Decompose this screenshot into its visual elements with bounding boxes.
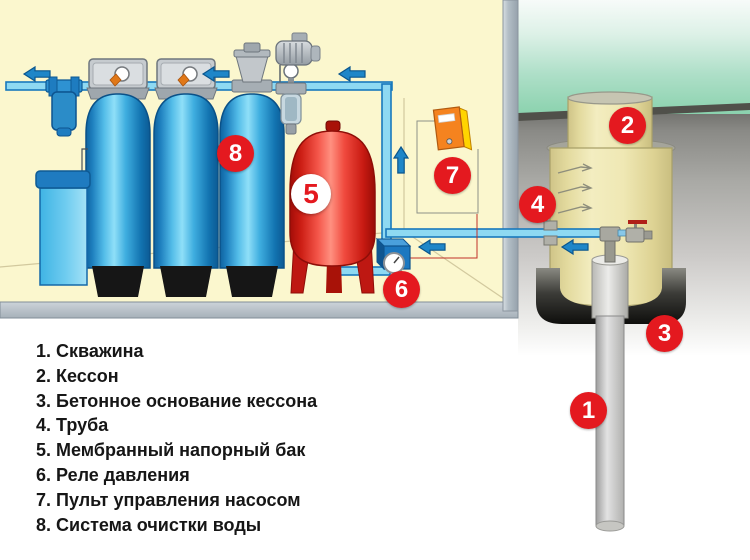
tank-valve-knob (325, 120, 341, 132)
valve-lever-icon (177, 73, 190, 87)
legend-item: 6. Реле давления (36, 464, 190, 485)
legend-item: 4. Труба (36, 415, 109, 436)
sediment-filter (45, 76, 83, 137)
badge-pressure-relay: 6 (383, 271, 420, 308)
ball-valve (625, 227, 645, 243)
room-floor (0, 301, 519, 319)
caisson-fittings (543, 220, 653, 263)
salt-tank-lid (35, 170, 91, 189)
filter-housing (51, 91, 77, 131)
tank-base (92, 266, 144, 297)
legend-item: 7. Пульт управления насосом (36, 489, 301, 510)
tank-body (289, 130, 376, 267)
membrane-pressure-tank (289, 120, 376, 294)
legend-item: 8. Система очистки воды (36, 514, 262, 535)
salt-tank (35, 148, 91, 286)
pipe-flange (543, 235, 558, 246)
softener-tank-1 (85, 58, 151, 297)
legend: 1. Скважина 2. Кессон 3. Бетонное основа… (36, 339, 317, 537)
tank-body (85, 93, 151, 269)
inline-filter (275, 63, 307, 135)
badge-control-panel: 7 (434, 157, 471, 194)
pipe-flange (543, 220, 558, 231)
softener-tank-2 (153, 58, 219, 297)
caisson-ladder-rungs (557, 163, 593, 214)
ball-valve-handle (628, 220, 647, 224)
motor-fins (283, 43, 303, 63)
riser-pipe (381, 83, 392, 248)
pressure-gauge-icon (283, 63, 299, 79)
tank-leg (326, 260, 342, 293)
well-to-house-pipe (385, 228, 603, 238)
badge-concrete-base: 3 (646, 315, 683, 352)
badge-pipe: 4 (519, 186, 556, 223)
tank-base (226, 266, 278, 297)
panel-knob (446, 138, 453, 145)
tank-base (160, 266, 212, 297)
valve-lever-icon (109, 73, 122, 87)
concrete-base (536, 268, 686, 324)
legend-item: 5. Мембранный напорный бак (36, 440, 306, 461)
badge-membrane-tank: 5 (291, 174, 331, 214)
well-casing (591, 254, 629, 319)
legend-item: 2. Кессон (36, 365, 119, 386)
wiring (410, 120, 479, 259)
salt-tank-body (39, 187, 88, 286)
partition-wall (502, 0, 519, 312)
pump-control-panel (432, 106, 473, 151)
pump-motor (275, 32, 321, 82)
badge-treatment-system: 8 (217, 135, 254, 172)
tank-body (153, 93, 219, 269)
tank-body (219, 93, 285, 269)
panel-label (437, 113, 456, 123)
caisson-neck-top (567, 91, 653, 105)
tee-fitting (599, 226, 621, 242)
brine-line (81, 148, 88, 171)
caisson (536, 91, 686, 532)
badge-caisson: 2 (609, 107, 646, 144)
badge-well: 1 (570, 392, 607, 429)
legend-item: 3. Бетонное основание кессона (36, 390, 318, 411)
legend-item: 1. Скважина (36, 341, 144, 361)
